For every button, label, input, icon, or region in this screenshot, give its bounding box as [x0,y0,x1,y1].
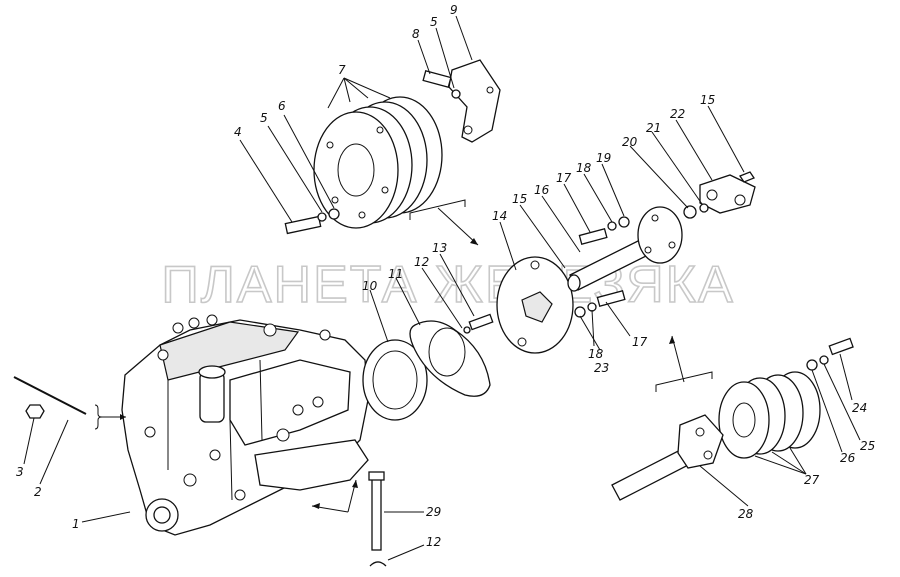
shaft-16 [567,206,683,292]
callout-3: 3 [16,465,24,479]
callout-15b: 15 [700,93,715,107]
screw-13 [468,313,494,331]
callout-5b: 5 [430,15,438,29]
callout-5: 5 [260,111,268,125]
leader-lines [23,15,861,561]
callout-12: 12 [414,255,429,269]
callout-29: 29 [426,505,441,519]
callout-22: 22 [670,107,685,121]
callout-12b: 12 [426,535,441,549]
coupling-discs-27 [718,371,821,459]
bracket-brace [94,404,103,430]
callout-23: 23 [594,361,609,375]
washer-6 [328,208,340,220]
bolt-8 [422,70,452,88]
callout-17: 17 [556,171,572,185]
callout-26: 26 [840,451,856,465]
washer-5a [451,89,461,99]
callout-18b: 18 [588,347,604,361]
callout-19: 19 [596,151,611,165]
callout-9: 9 [450,3,458,17]
callout-28: 28 [738,507,754,521]
watermark: ПЛАНЕТА ЖЕЛЕЗЯКА [161,256,734,314]
bolt-4 [284,215,322,235]
lever-9 [448,59,501,143]
rod-2 [13,376,87,415]
callout-24: 24 [852,401,867,415]
callout-1: 1 [72,517,80,531]
callout-27: 27 [804,473,820,487]
callout-4: 4 [234,125,242,139]
bolt-17a [578,227,608,245]
bolt-29 [371,477,382,551]
callout-10: 10 [362,279,378,293]
bolt-17b [596,289,626,307]
fuel-pump-body [121,314,369,536]
callout-21: 21 [646,121,661,135]
coupling-discs-7 [313,96,443,229]
callout-8: 8 [412,27,420,41]
callout-13: 13 [432,241,447,255]
callout-25: 25 [860,439,875,453]
callout-6: 6 [278,99,286,113]
callout-17b: 17 [632,335,648,349]
callout-2: 2 [34,485,42,499]
callout-labels: 1 2 3 4 5 6 7 8 5 9 10 11 12 13 14 15 16… [16,3,875,549]
callout-16: 16 [534,183,550,197]
callout-14: 14 [492,209,507,223]
callout-20: 20 [622,135,638,149]
callout-7: 7 [338,63,346,77]
nut-3 [25,404,45,419]
callout-18: 18 [576,161,592,175]
washer-5 [317,212,327,222]
callout-11: 11 [388,267,403,281]
callout-15: 15 [512,192,527,206]
